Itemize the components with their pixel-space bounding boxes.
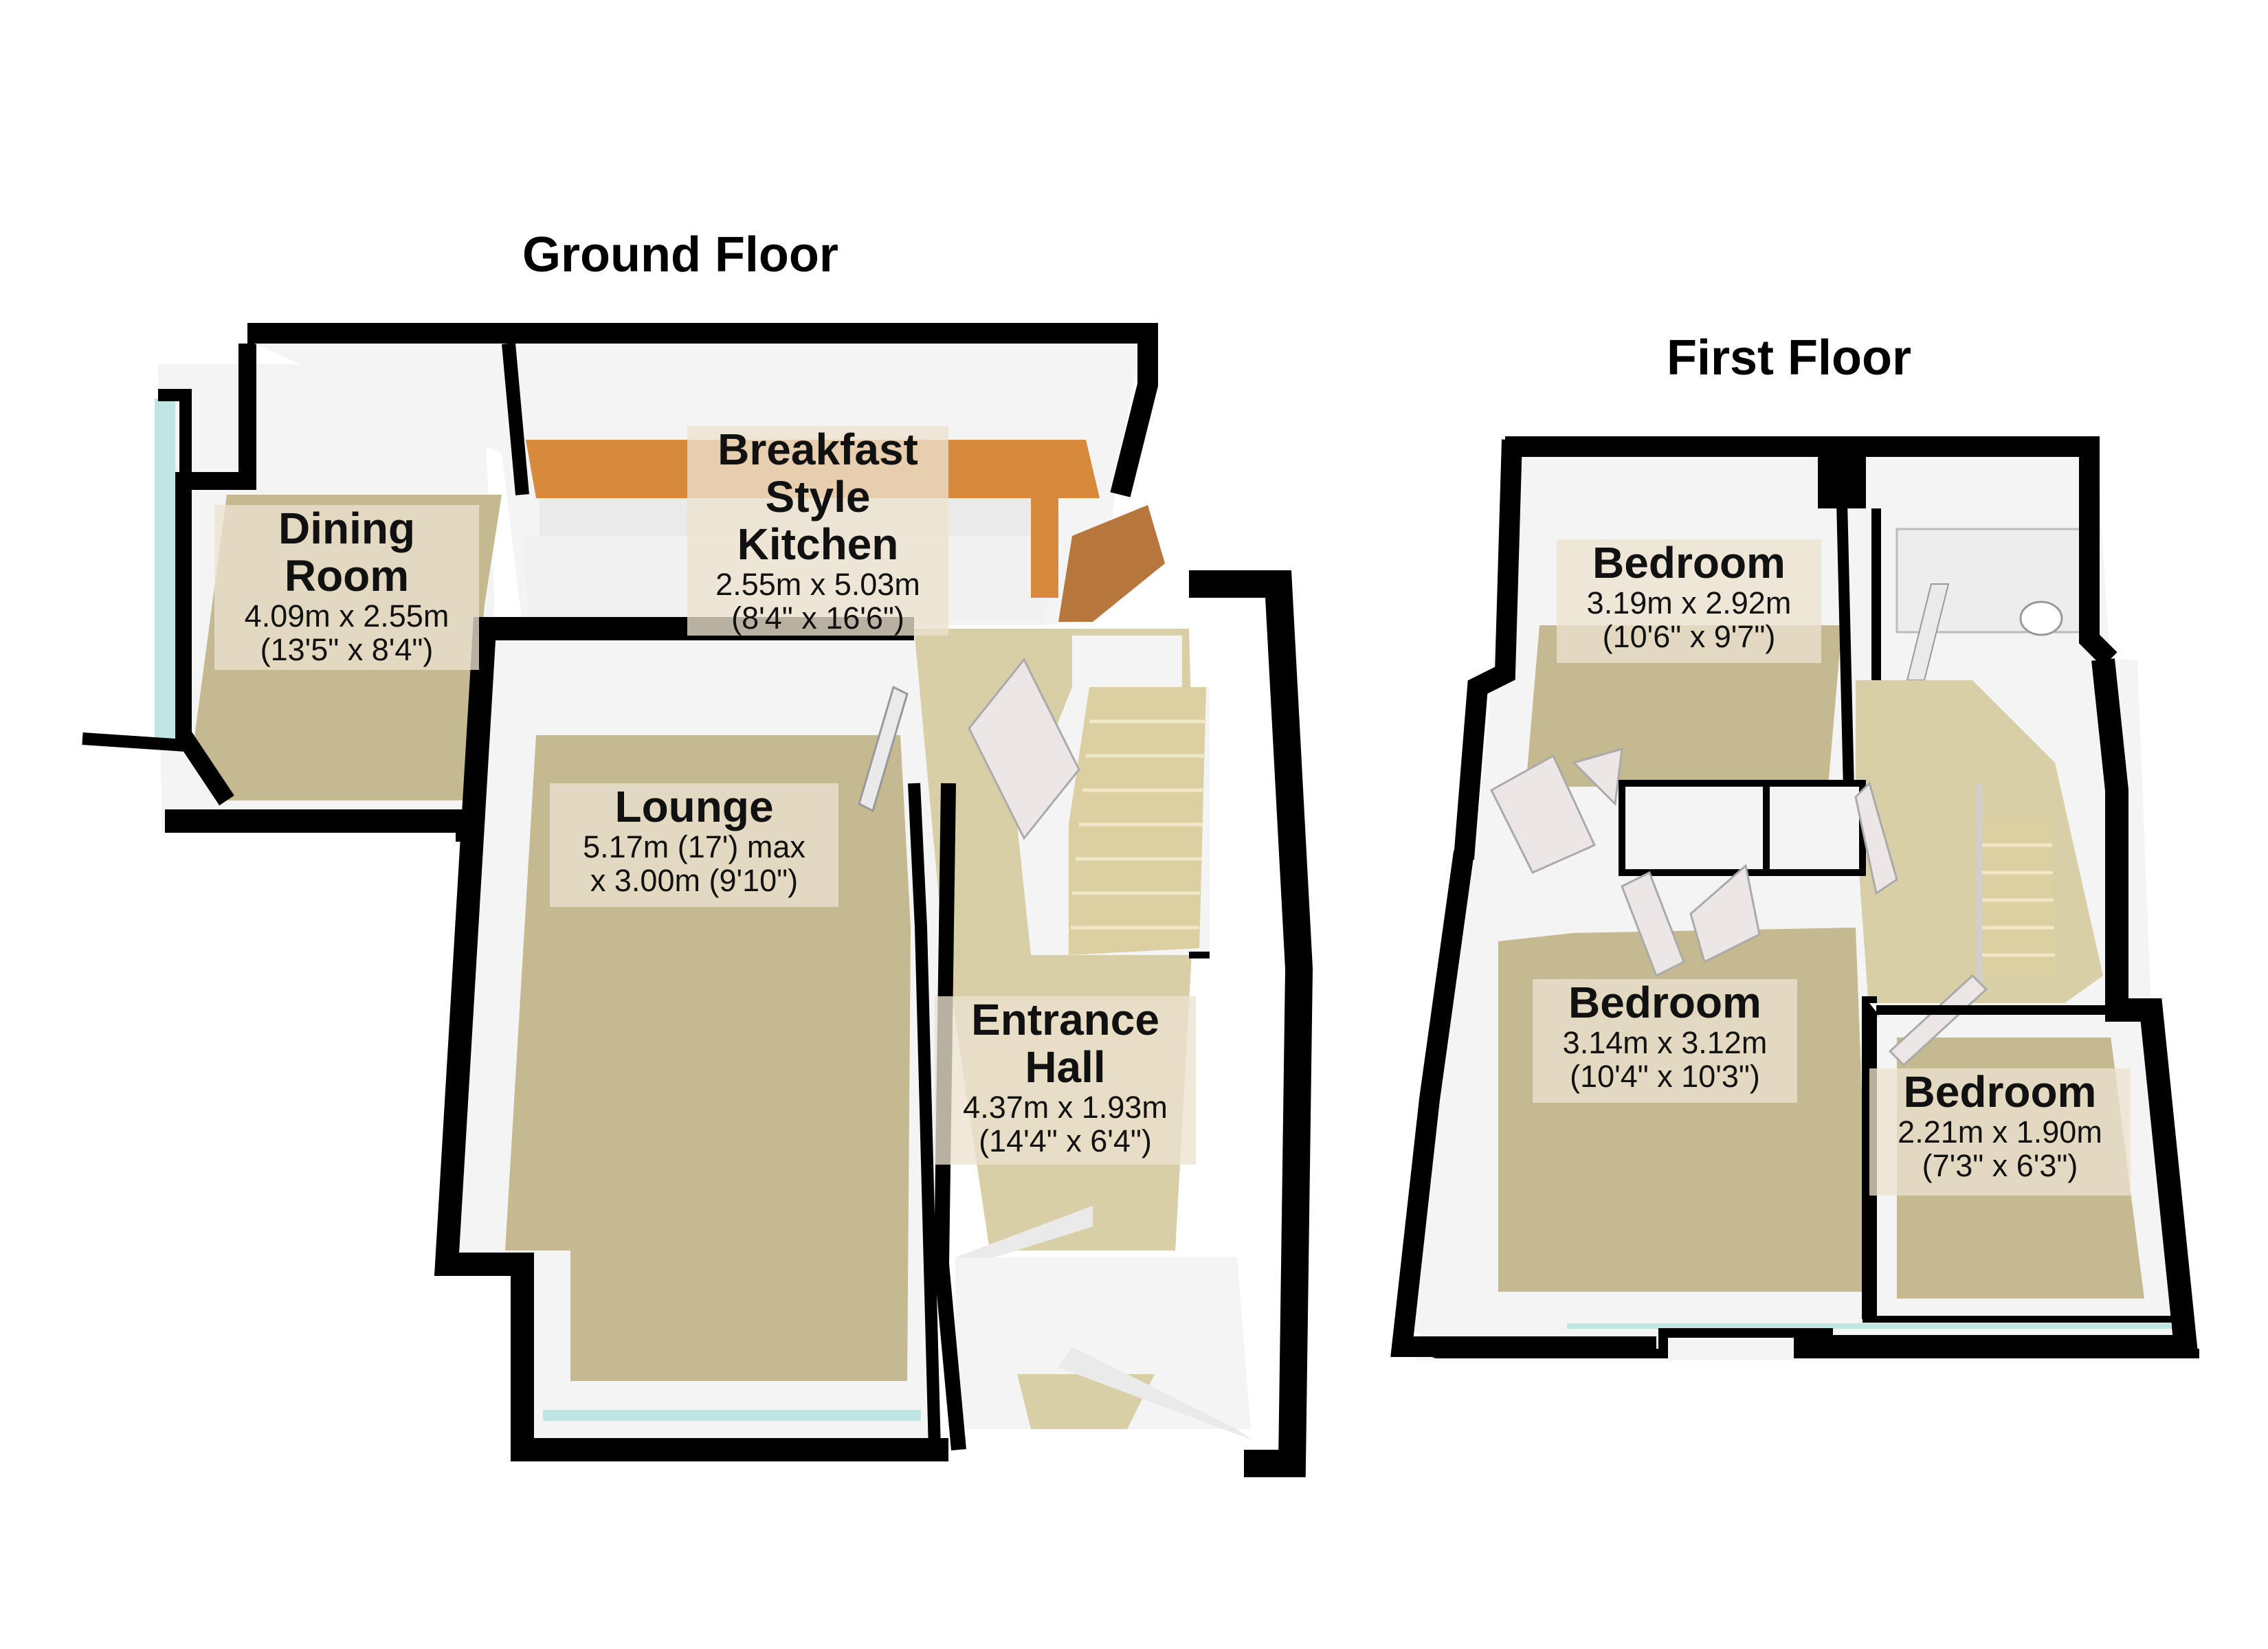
room-label-lounge: Lounge 5.17m (17') max x 3.00m (9'10") — [550, 783, 838, 907]
room-label-bedroom-3: Bedroom 2.21m x 1.90m (7'3" x 6'3") — [1869, 1068, 2131, 1196]
room-dimension-imperial: (7'3" x 6'3") — [1922, 1147, 2078, 1183]
room-name: Dining — [278, 504, 416, 553]
room-dimension-imperial: (13'5" x 8'4") — [260, 631, 434, 667]
room-label-entrance-hall: Entrance Hall 4.37m x 1.93m (14'4" x 6'4… — [935, 996, 1196, 1165]
room-label-bedroom-1: Bedroom 3.19m x 2.92m (10'6" x 9'7") — [1557, 539, 1821, 663]
lounge-shape — [434, 617, 948, 1461]
cupboard-2 — [1763, 780, 1866, 876]
room-dimension-metric: 2.55m x 5.03m — [715, 567, 920, 603]
entrance-hall-shape — [914, 629, 1210, 1268]
hall-door — [968, 658, 1080, 840]
room-name: Room — [284, 551, 410, 601]
front-door — [1058, 1347, 1251, 1439]
room-name: Bedroom — [1903, 1067, 2097, 1117]
ground-floor-title: Ground Floor — [522, 227, 838, 282]
room-dimension-imperial: x 3.00m (9'10") — [590, 862, 799, 898]
room-dimension-imperial: (10'6" x 9'7") — [1602, 618, 1776, 654]
room-dimension-metric: 3.14m x 3.12m — [1562, 1025, 1768, 1061]
room-dimension-metric: 5.17m (17') max — [583, 829, 805, 865]
room-name: Lounge — [614, 782, 774, 831]
room-name: Style — [765, 472, 871, 522]
room-dimension-imperial: (8'4" x 16'6") — [731, 600, 904, 636]
landing-shape — [1856, 680, 2103, 1017]
room-label-breakfast-style-kitchen: Breakfast Style Kitchen 2.55m x 5.03m (8… — [687, 425, 948, 636]
bedroom-3-door — [1888, 974, 1988, 1067]
back-door — [1058, 505, 1165, 622]
room-name: Kitchen — [737, 519, 899, 570]
room-name: Breakfast — [718, 425, 918, 474]
lounge-door — [858, 685, 909, 813]
first-floor-title: First Floor — [1667, 330, 1911, 385]
room-dimension-imperial: (10'4" x 10'3") — [1570, 1058, 1760, 1094]
toilet — [2019, 601, 2063, 636]
kitchen-worktop — [526, 440, 1100, 598]
room-dimension-metric: 3.19m x 2.92m — [1586, 585, 1792, 621]
room-name: Entrance — [971, 995, 1159, 1044]
room-dimension-imperial: (14'4" x 6'4") — [979, 1123, 1152, 1158]
hall-outer-wall — [1189, 570, 1313, 1477]
bedroom-1-door — [1490, 754, 1596, 874]
bathroom-shape — [1895, 528, 2084, 681]
bedroom-2-door — [1621, 871, 1685, 978]
bedroom-1-shape — [1454, 439, 1854, 874]
porch-door — [955, 1206, 1093, 1268]
ground-floor-stairs — [1069, 687, 1206, 955]
room-label-bedroom-2: Bedroom 3.14m x 3.12m (10'4" x 10'3") — [1533, 978, 1797, 1103]
room-name: Bedroom — [1592, 538, 1786, 587]
room-dimension-metric: 4.37m x 1.93m — [963, 1090, 1168, 1125]
first-floor-stairs — [1977, 783, 2055, 983]
room-label-dining-room: Dining Room 4.09m x 2.55m (13'5" x 8'4") — [214, 504, 479, 670]
room-name: Bedroom — [1568, 978, 1761, 1027]
cupboard-1 — [1619, 780, 1770, 876]
room-dimension-metric: 4.09m x 2.55m — [244, 598, 449, 634]
porch-shape — [955, 1257, 1251, 1439]
room-name: Hall — [1025, 1042, 1106, 1092]
room-dimension-metric: 2.21m x 1.90m — [1898, 1114, 2102, 1150]
